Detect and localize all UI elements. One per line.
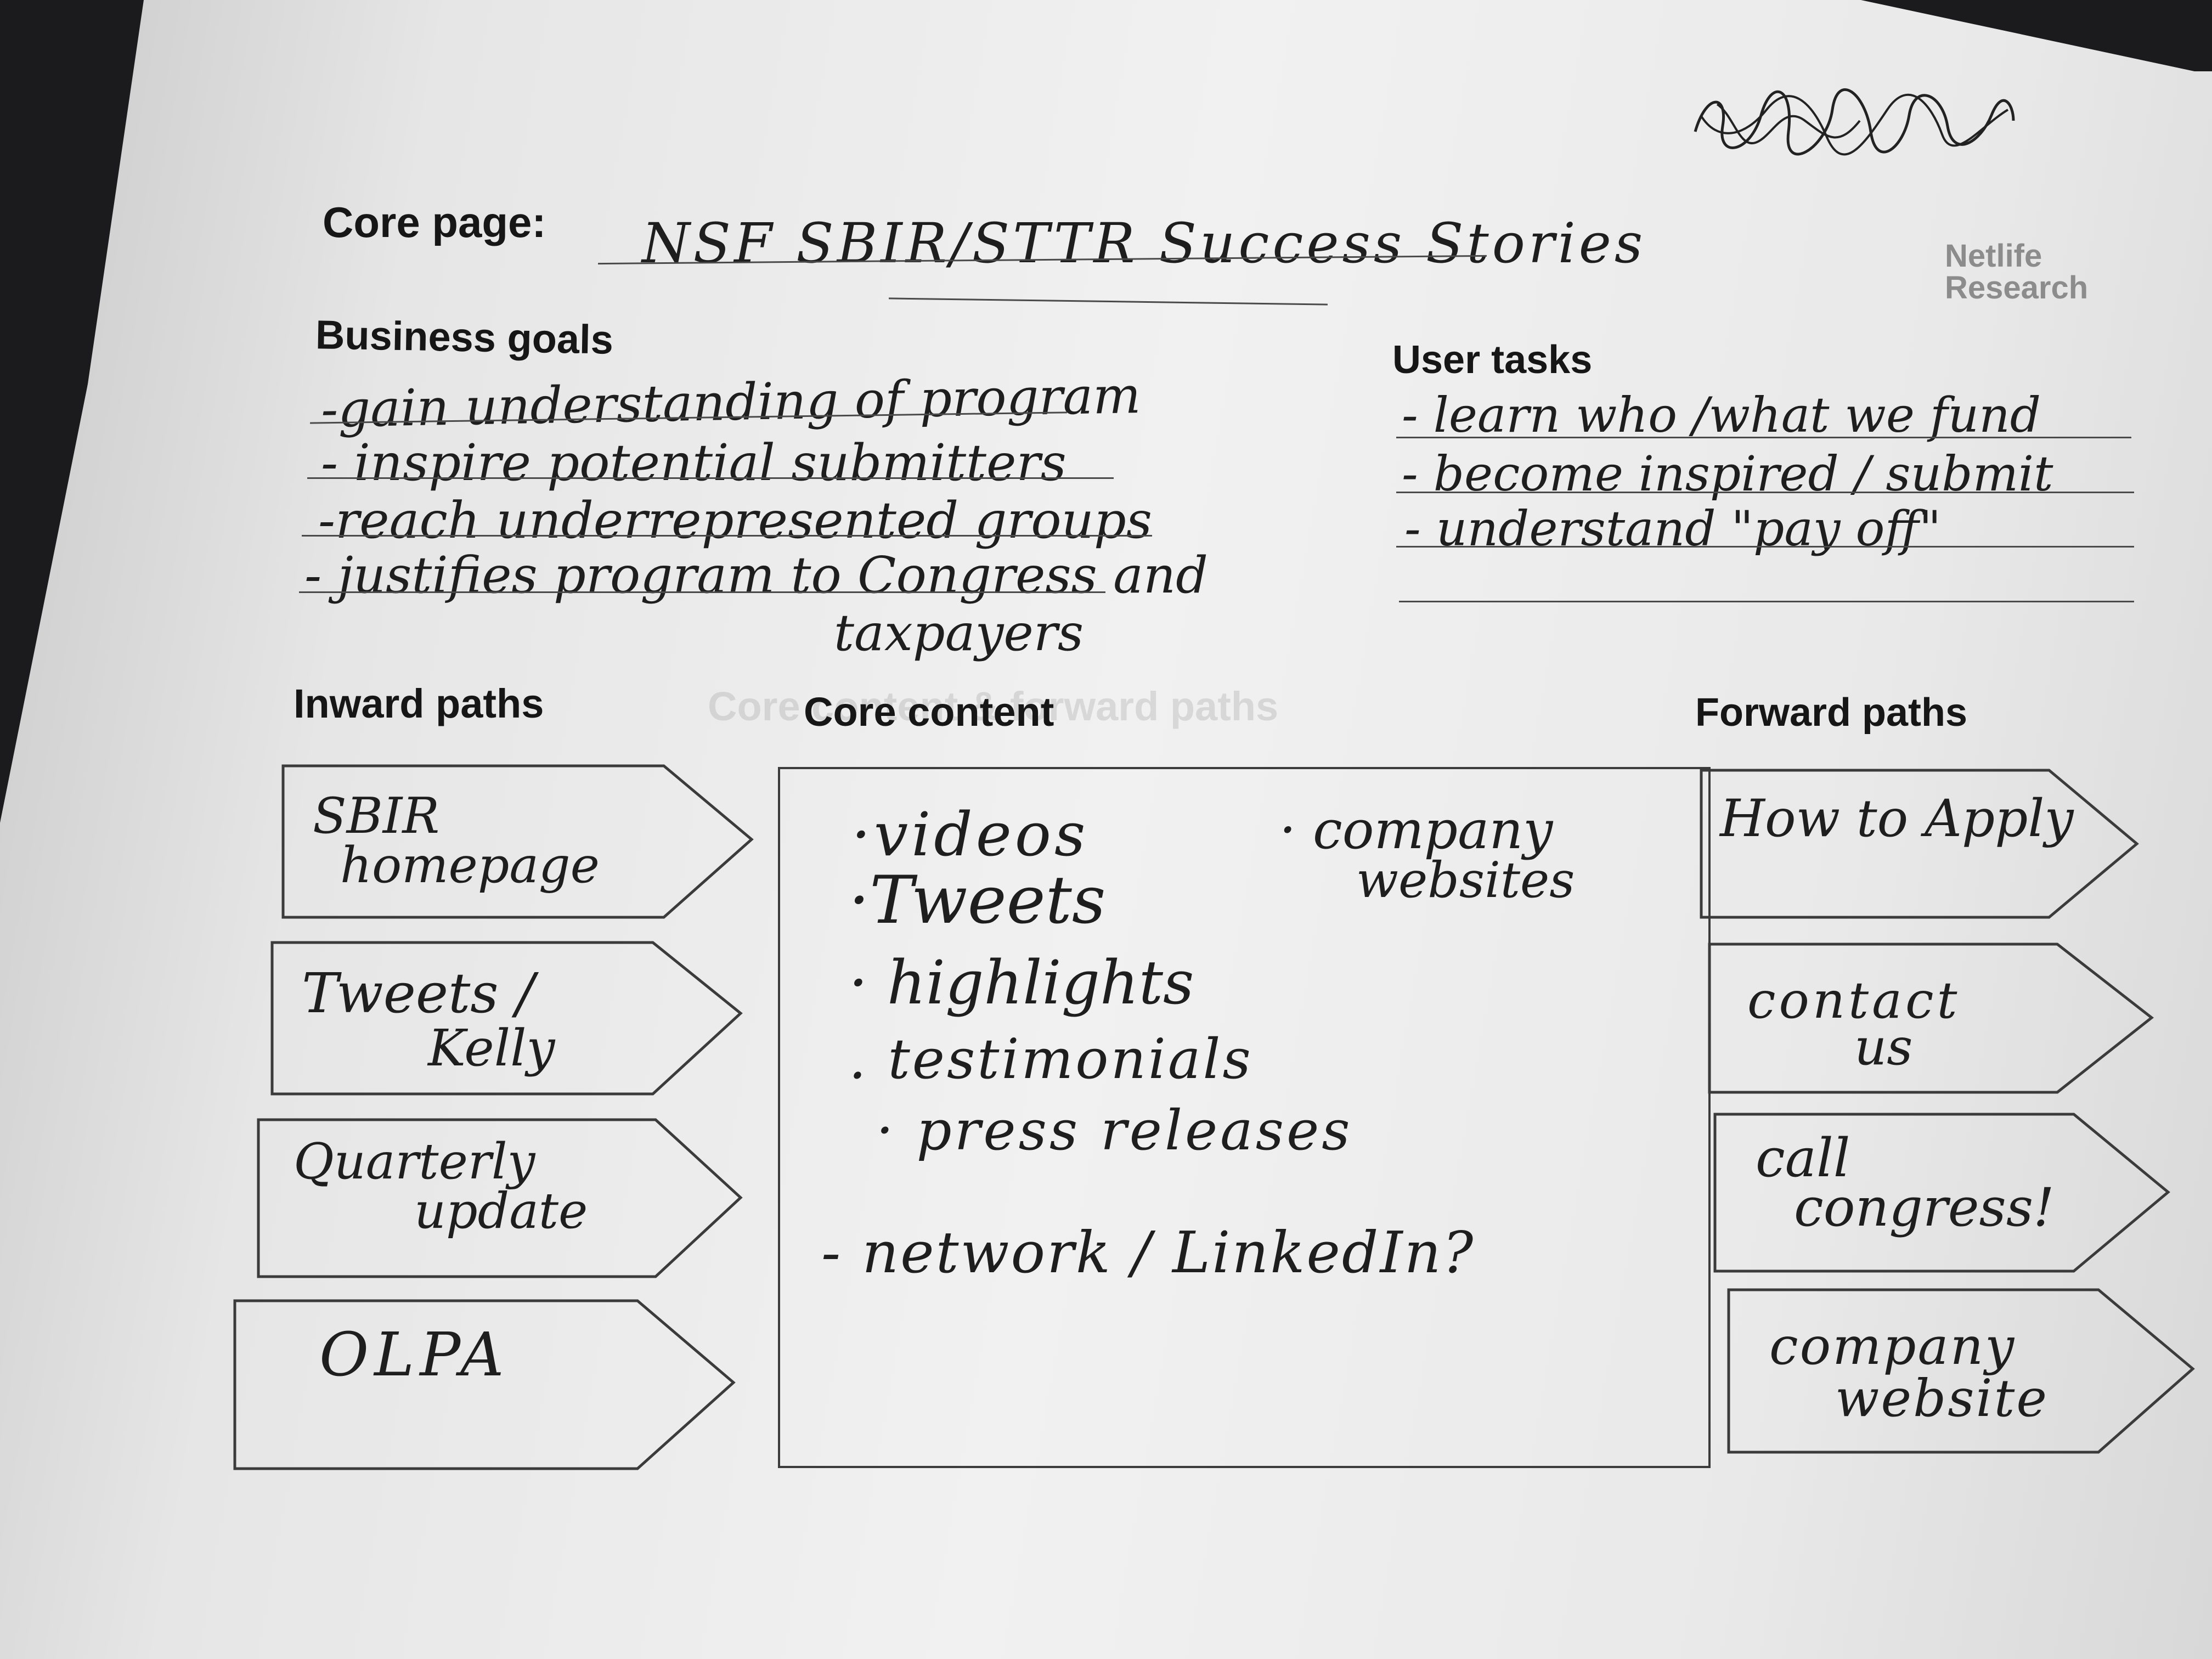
ghost-label: Core content & forward paths [708,684,1279,729]
forward-path-congress: call congress! [1712,1111,2172,1276]
inward-path-3-line1: Quarterly [294,1133,535,1190]
inward-path-olpa: OLPA [232,1297,742,1473]
user-tasks-label: User tasks [1392,338,1593,382]
forward-path-4-line1: company [1769,1317,2016,1376]
forward-path-company: company website [1725,1286,2197,1457]
arrow-shape [270,941,743,1096]
inward-path-2-line1: Tweets / [302,961,535,1025]
arrow-shape [257,1118,743,1278]
core-content-label: Core content [804,689,1054,735]
forward-path-apply: How to Apply [1698,767,2142,921]
inward-path-2-line2: Kelly [428,1019,555,1077]
user-task-1: - learn who /what we fund [1402,387,2041,443]
forward-path-2-line2: us [1854,1018,1913,1076]
core-bullet-1: ·videos [851,799,1089,870]
inward-path-1-line1: SBIR [313,787,440,845]
core-bullet-2: ·Tweets [849,862,1106,939]
forward-path-1-line1: How to Apply [1720,789,2074,849]
core-extra: - network / LinkedIn? [821,1219,1475,1286]
user-task-2-line [1396,492,2134,493]
business-goal-4-cont: taxpayers [834,603,1084,662]
arrow-shape [1727,1288,2195,1454]
business-goal-4-line [299,591,1105,593]
business-goal-3-line [302,535,1152,537]
forward-path-4-line2: website [1835,1369,2049,1429]
forward-path-contact: contact us [1706,941,2156,1096]
business-goals-label: Business goals [315,312,614,363]
inward-path-1-line2: homepage [340,837,600,894]
core-bullet-4: . testimonials [849,1027,1253,1091]
inward-path-quarterly: Quarterly update [255,1116,749,1281]
arrow-shape [1708,943,2154,1094]
user-task-3-line [1396,546,2134,548]
inward-path-4-line1: OLPA [319,1319,510,1390]
core-page-label: Core page: [323,198,546,246]
forward-path-3-line2: congress! [1794,1177,2055,1238]
forward-path-2-line1: contact [1747,971,1961,1030]
arrow-shape [1700,769,2139,919]
forward-paths-label: Forward paths [1695,691,1968,735]
business-goal-2-line [307,477,1114,479]
core-bullet-5: · press releases [876,1098,1353,1163]
user-task-3: - understand "pay off" [1404,500,1942,557]
business-goal-4: - justifies program to Congress and [304,546,1209,605]
core-page-value: NSF SBIR/STTR Success Stories [642,211,1646,275]
core-side-bullet-line2: websites [1356,851,1575,909]
user-task-4-line [1399,601,2134,602]
inward-paths-label: Inward paths [294,681,544,726]
brand-line1: Netlife [1945,238,2042,274]
arrow-shape [1713,1113,2170,1273]
business-goal-3: -reach underrepresented groups [318,491,1153,550]
core-content-box: ·videos ·Tweets · highlights . testimoni… [778,767,1711,1468]
business-goal-2: - inspire potential submitters [321,433,1066,492]
forward-path-3-line1: call [1756,1127,1850,1189]
user-task-1-line [1396,437,2131,438]
inward-path-sbir: SBIR homepage [280,763,763,922]
signature-scribble [1694,88,2015,156]
core-side-bullet-line1: · company [1279,799,1553,861]
brand-logo: Netlife Research [1945,240,2088,304]
inward-path-tweets: Tweets / Kelly [269,939,752,1098]
brand-line2: Research [1945,270,2089,306]
arrow-shape [281,764,754,919]
user-task-2: - become inspired / submit [1402,445,2053,502]
arrow-shape [233,1299,736,1470]
core-bullet-3: · highlights [849,947,1194,1018]
inward-path-3-line2: update [414,1182,588,1240]
